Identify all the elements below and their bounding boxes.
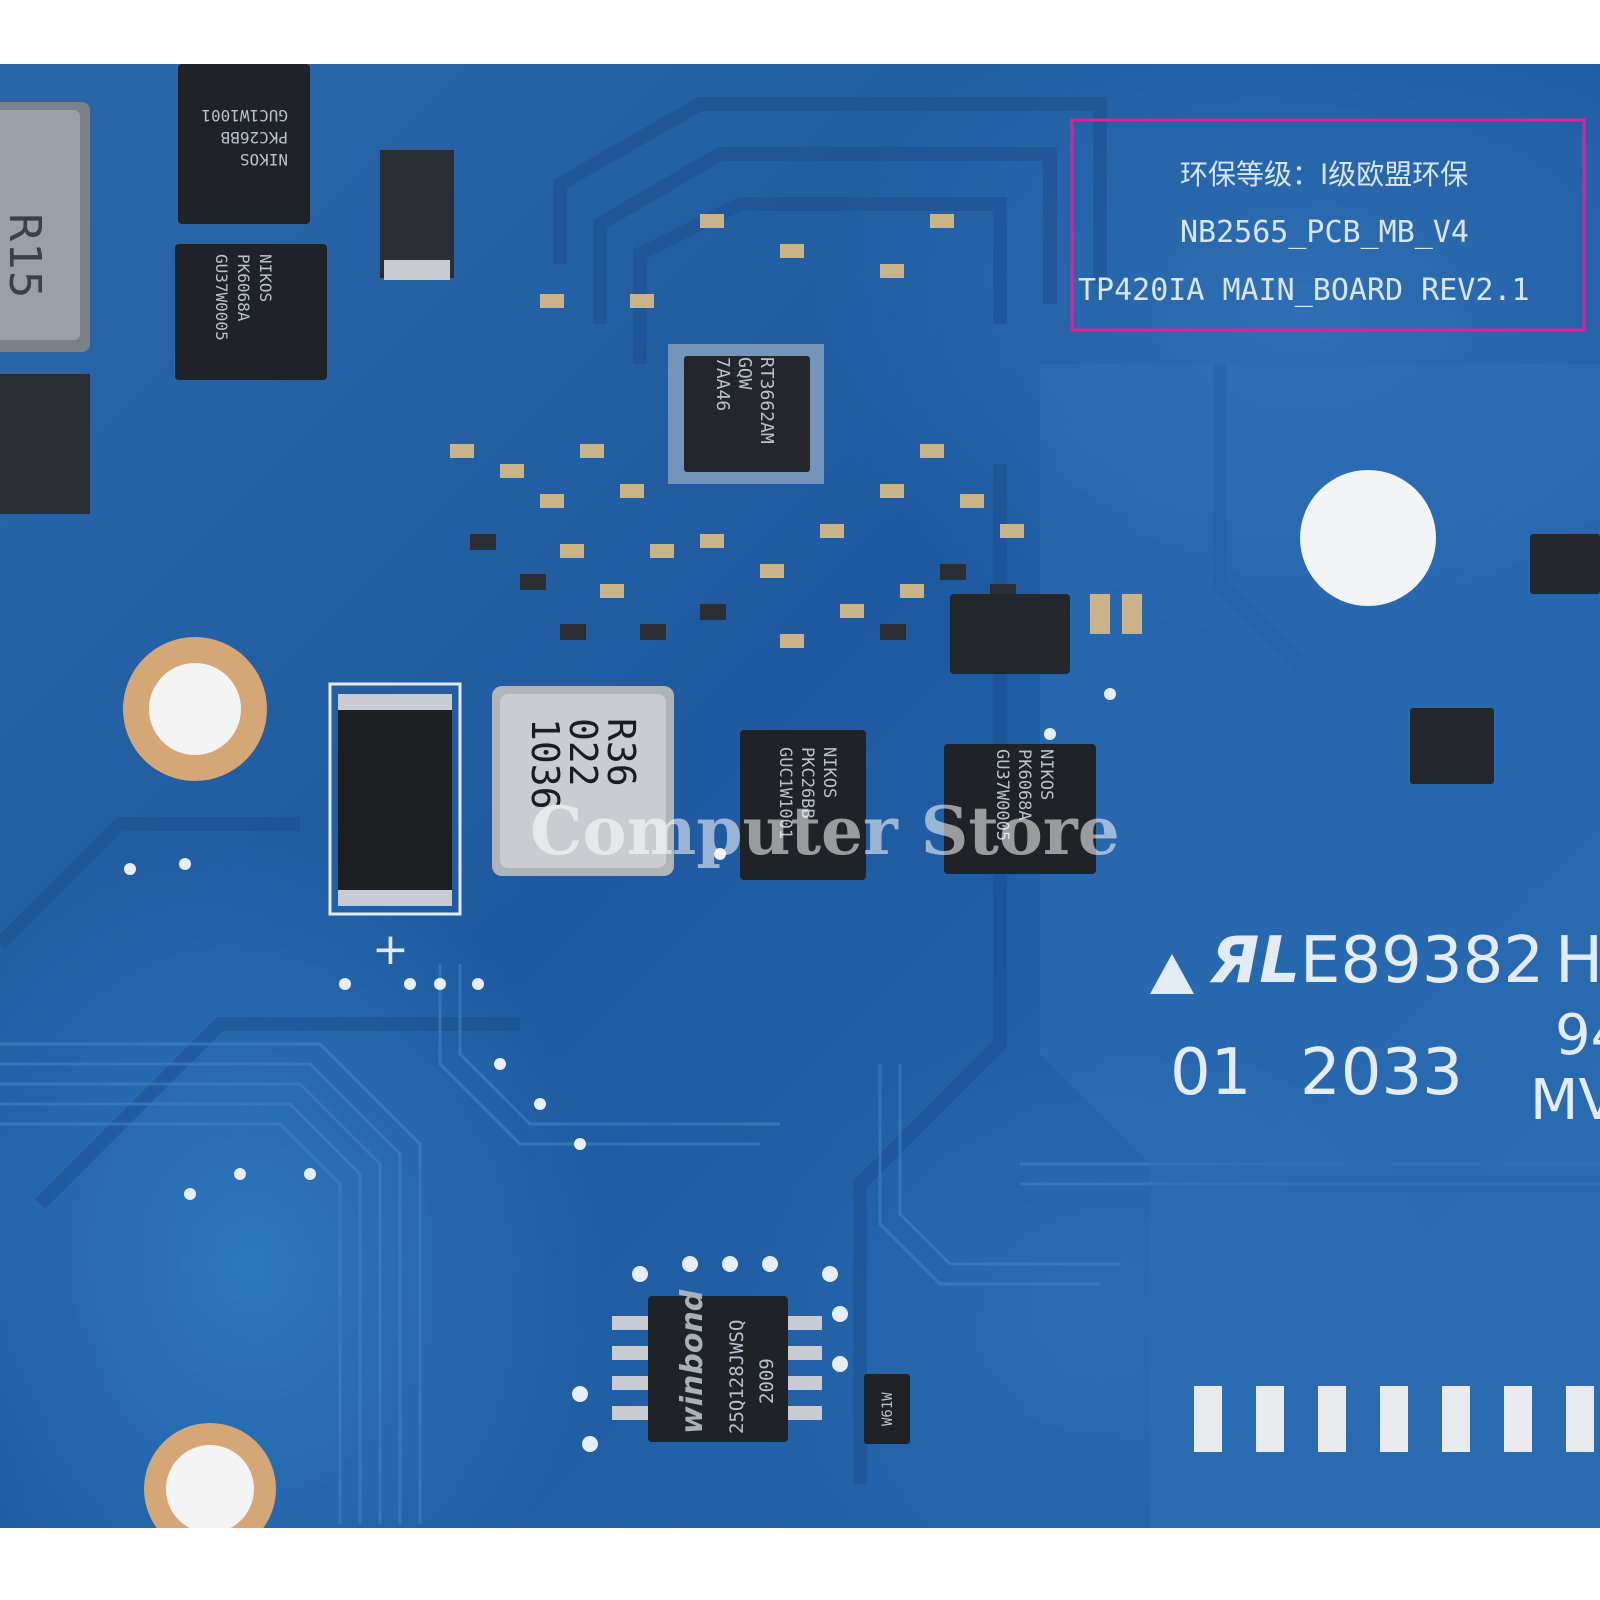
flash-chip: winbond 25Q128JWSQ 2009 <box>612 1289 822 1442</box>
svg-text:RT3662AM: RT3662AM <box>756 357 777 444</box>
inductor-left: R15 <box>0 102 90 352</box>
connector-pads <box>1194 1386 1594 1452</box>
svg-text:GUC1W1001: GUC1W1001 <box>201 106 288 125</box>
watermark-text: Computer Store <box>530 792 1120 870</box>
svg-text:W61W: W61W <box>880 1392 896 1426</box>
vias <box>124 688 1116 1452</box>
svg-text:NIKOS: NIKOS <box>819 747 839 798</box>
diode-top <box>380 150 454 278</box>
pcb-id-text: NB2565_PCB_MB_V4 <box>1180 215 1469 250</box>
brass-mounting-hole-bottom <box>144 1423 276 1528</box>
ul-code-text: E89382 <box>1300 924 1544 998</box>
svg-text:NIKOS: NIKOS <box>256 254 275 302</box>
motherboard-photo: 环保等级：Ⅰ级欧盟环保 NB2565_PCB_MB_V4 TP420IA MAI… <box>0 64 1600 1528</box>
svg-text:GU37W0005: GU37W0005 <box>992 749 1012 841</box>
warning-triangle-icon <box>1150 954 1194 994</box>
smd-components <box>450 214 1024 648</box>
svg-text:NIKOS: NIKOS <box>240 150 288 169</box>
mosfet-right <box>950 594 1070 674</box>
date-code-a-text: 01 <box>1170 1036 1251 1110</box>
r15-label: R15 <box>0 212 50 299</box>
capacitor-body <box>338 694 452 906</box>
svg-text:1036: 1036 <box>523 718 567 810</box>
ic-right-sop <box>1410 708 1494 784</box>
ground-plane <box>1040 364 1600 1528</box>
svg-text:7AA46: 7AA46 <box>712 357 733 411</box>
svg-text:+: + <box>372 924 409 975</box>
capacitor-outline <box>328 682 462 916</box>
svg-text:R36: R36 <box>599 718 643 787</box>
smd-dark-components <box>470 534 1016 640</box>
mosfet-top-2: NIKOS PK6068A GU37W0005 <box>175 244 327 380</box>
svg-text:25Q128JWSQ: 25Q128JWSQ <box>726 1320 748 1434</box>
highlight-box <box>1070 118 1586 332</box>
pwm-controller-chip: RT3662AM GQW 7AA46 <box>668 344 824 484</box>
svg-text:PK6068A: PK6068A <box>234 254 253 322</box>
svg-text:NIKOS: NIKOS <box>1036 749 1056 800</box>
svg-text:PKC26BB: PKC26BB <box>221 128 288 147</box>
mosfet-middle-2: NIKOS PK6068A GU37W0005 <box>944 744 1096 874</box>
brass-mounting-hole-left <box>123 637 267 781</box>
ul-code-suffix-text: H <box>1555 924 1600 998</box>
svg-text:PK6068A: PK6068A <box>1014 749 1034 821</box>
board-name-text: TP420IA MAIN_BOARD REV2.1 <box>1078 273 1530 308</box>
mounting-hole <box>1300 470 1436 606</box>
svg-text:GU37W0005: GU37W0005 <box>212 254 231 341</box>
small-ic-w61w: W61W <box>864 1374 910 1444</box>
svg-text:winbond: winbond <box>675 1289 710 1434</box>
mosfet-top-1: NIKOS PKC26BB GUC1W1001 <box>178 64 310 224</box>
svg-text:GUC1W1001: GUC1W1001 <box>775 747 795 839</box>
env-grade-text: 环保等级：Ⅰ级欧盟环保 <box>1180 158 1468 191</box>
svg-text:GQW: GQW <box>734 357 755 390</box>
inductor-r36: R36 022 1036 <box>492 686 674 876</box>
motherboard-illustration: 环保等级：Ⅰ级欧盟环保 NB2565_PCB_MB_V4 TP420IA MAI… <box>0 64 1600 1528</box>
ul-logo-icon: ЯL <box>1209 924 1300 998</box>
mv-partial-text: MV <box>1530 1068 1600 1133</box>
svg-text:022: 022 <box>561 718 605 787</box>
mosfet-middle-1: NIKOS PKC26BB GUC1W1001 <box>740 730 866 880</box>
capacitor-left <box>0 374 90 514</box>
ic-right-small <box>1530 534 1600 594</box>
svg-text:2009: 2009 <box>756 1358 778 1404</box>
rating-partial-text: 94 <box>1555 1003 1600 1068</box>
date-code-b-text: 2033 <box>1300 1036 1463 1110</box>
svg-text:PKC26BB: PKC26BB <box>797 747 817 819</box>
